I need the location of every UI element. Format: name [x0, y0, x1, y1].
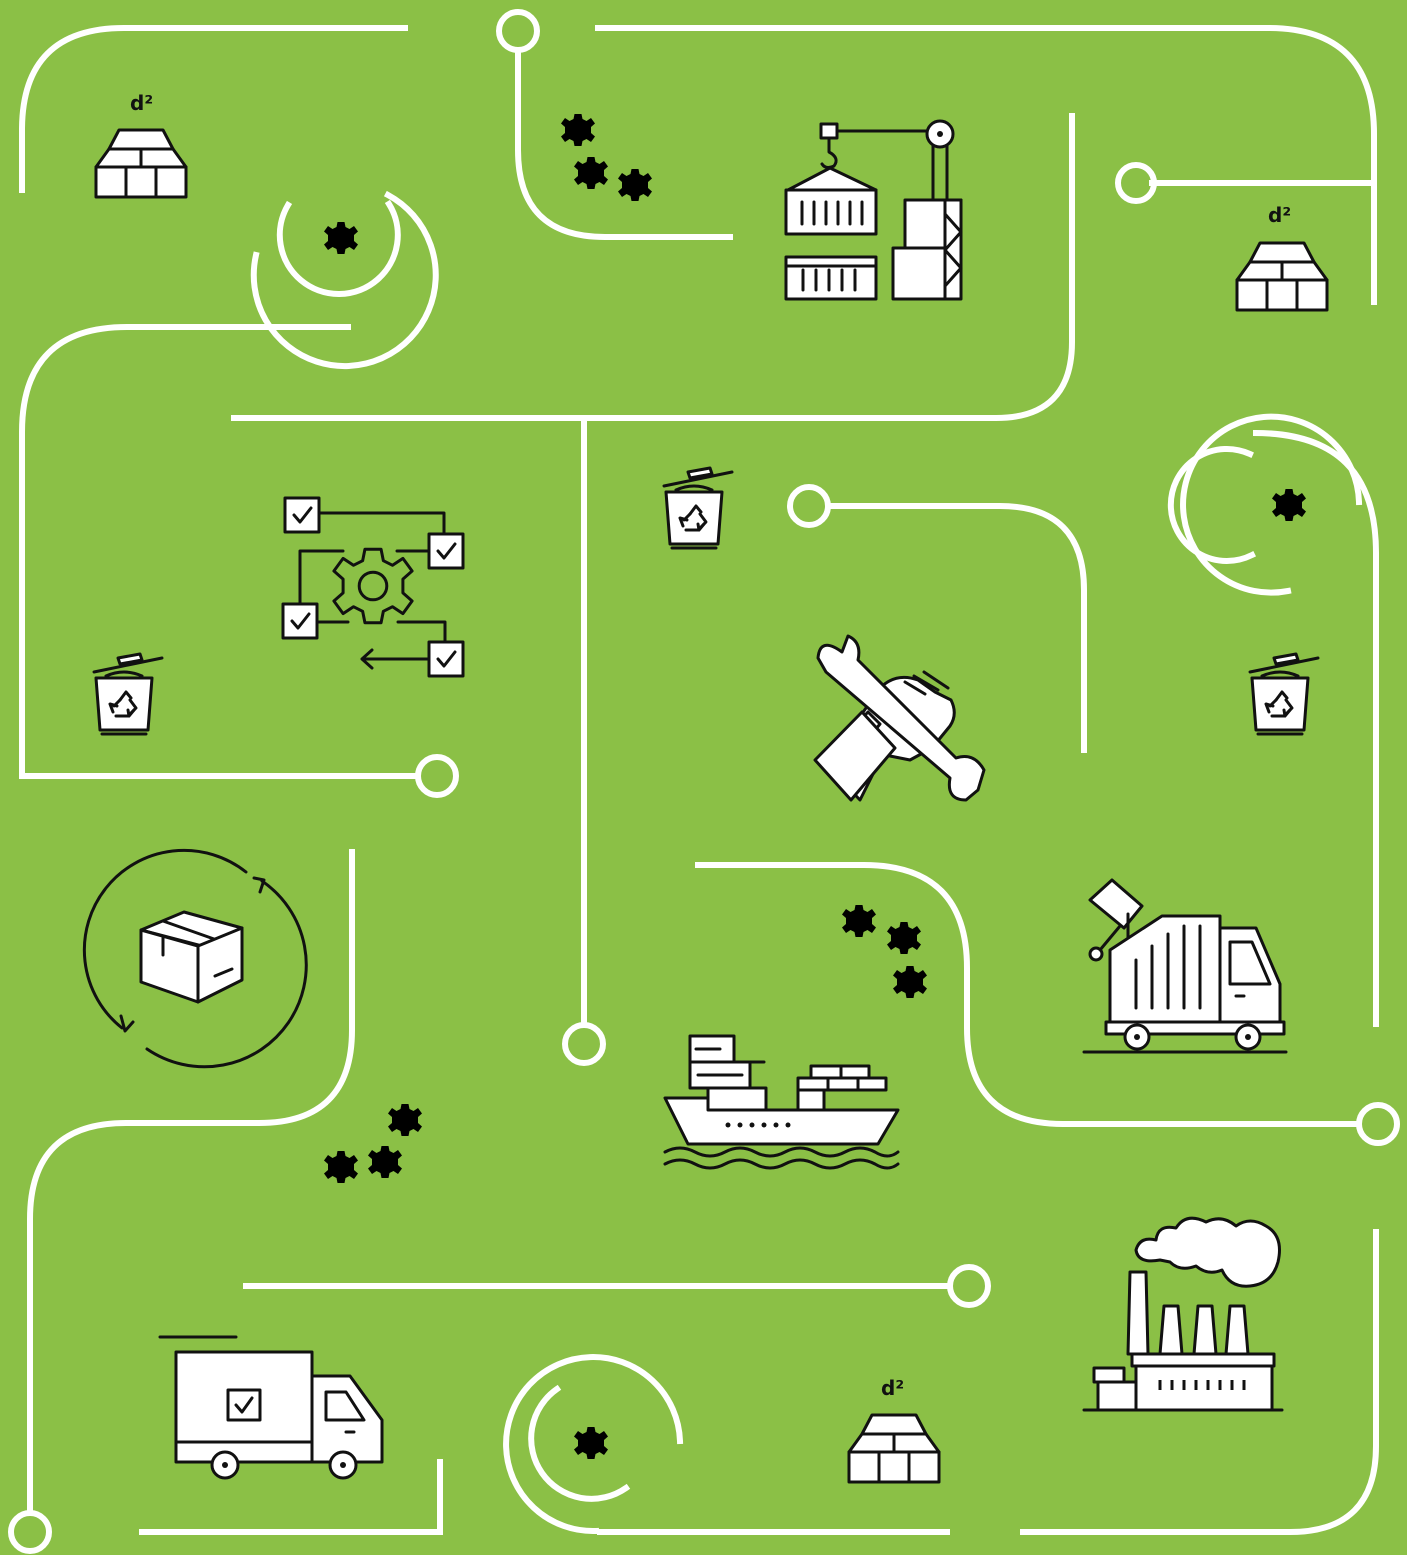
factory-icon — [1082, 1216, 1284, 1412]
container-ship-icon — [663, 1034, 900, 1170]
port-crane-container-icon — [784, 119, 963, 301]
gold-bars-label: d² — [881, 1376, 904, 1400]
network-lines — [8, 9, 1400, 1554]
gold-bars-label: d² — [130, 91, 153, 115]
workflow-checklist-icon — [281, 496, 465, 678]
gear-icon — [574, 1427, 608, 1459]
gold-bars-label: d² — [1268, 203, 1291, 227]
delivery-truck-icon — [158, 1335, 384, 1480]
gear-icon — [1272, 489, 1306, 521]
gear-icon — [324, 222, 358, 254]
garbage-truck-icon — [1082, 878, 1288, 1054]
wrench-hand-icon — [813, 634, 986, 802]
package-cycle-icon — [82, 848, 308, 1069]
